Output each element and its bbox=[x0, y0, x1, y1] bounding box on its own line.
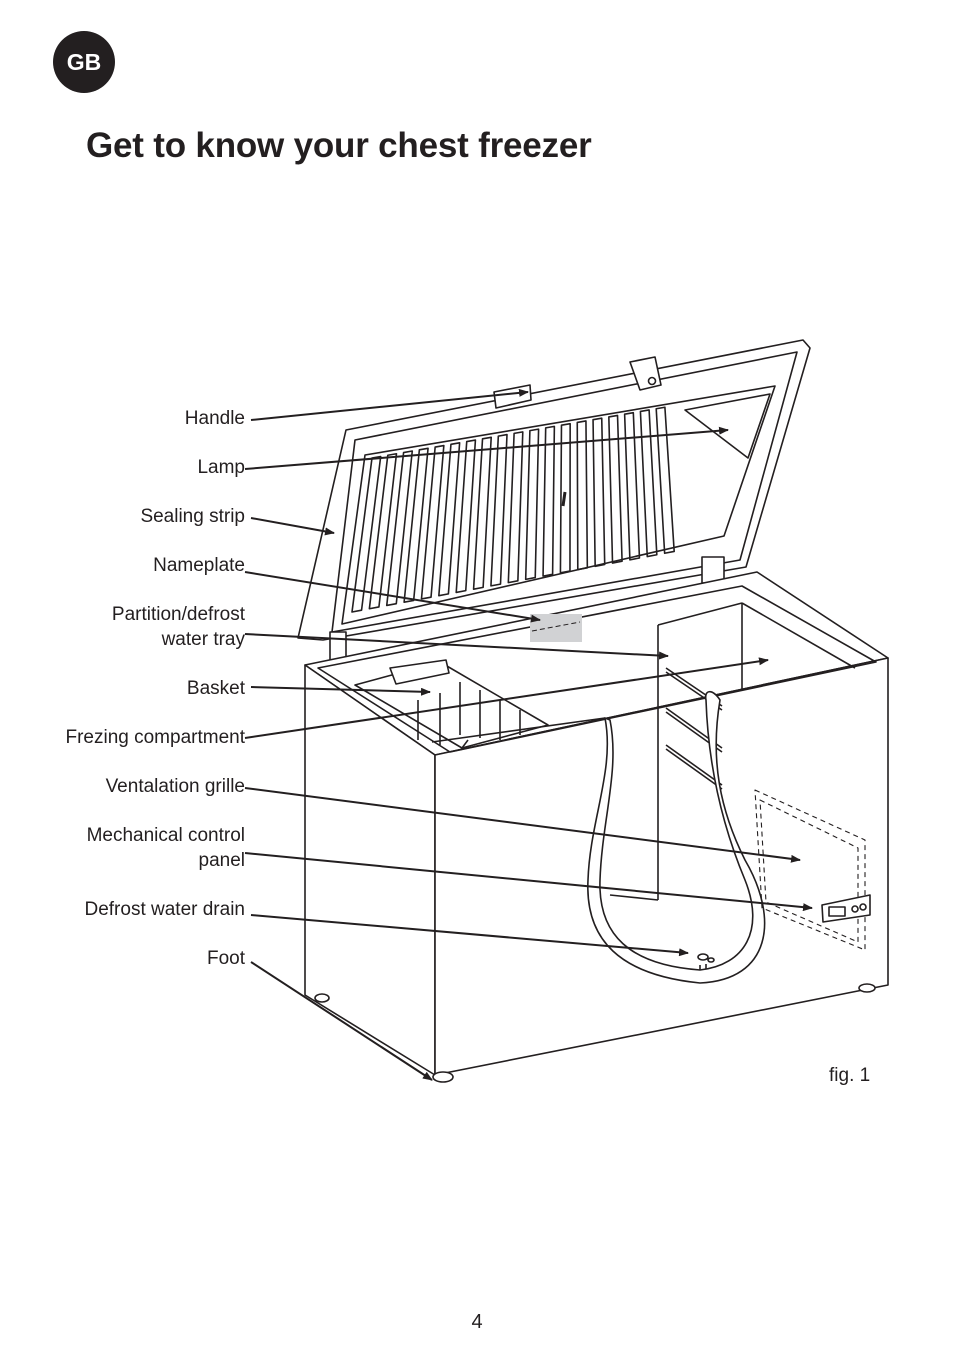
label-ventilation-grille: Ventalation grille bbox=[105, 776, 245, 797]
label-handle: Handle bbox=[184, 408, 245, 429]
label-control-line1: Mechanical control bbox=[86, 825, 245, 846]
leader-handle bbox=[250, 388, 529, 421]
label-control-line2: panel bbox=[198, 850, 246, 871]
lid-rib bbox=[542, 425, 556, 577]
basket bbox=[354, 659, 606, 749]
lid-rib bbox=[455, 439, 477, 594]
leader-nameplate bbox=[244, 571, 541, 623]
label-lamp: Lamp bbox=[197, 457, 245, 478]
label-partition-line1: Partition/defrost bbox=[111, 604, 245, 625]
leader-defrost-drain bbox=[250, 914, 689, 957]
nameplate bbox=[530, 614, 582, 642]
lid-hinges bbox=[329, 356, 725, 667]
feet bbox=[314, 983, 876, 1083]
label-foot: Foot bbox=[206, 948, 245, 969]
leader-basket bbox=[250, 686, 431, 696]
label-defrost-drain: Defrost water drain bbox=[84, 899, 245, 920]
language-badge: GB bbox=[53, 31, 115, 93]
lid-rib bbox=[559, 422, 571, 574]
label-freezing-compartment: Frezing compartment bbox=[65, 727, 245, 748]
lid-rib bbox=[385, 450, 414, 607]
label-partition-line2: water tray bbox=[161, 629, 245, 650]
lid-rib bbox=[420, 444, 445, 600]
lid-rib bbox=[507, 431, 524, 584]
leader-sealing-strip bbox=[250, 517, 335, 536]
lid-rib bbox=[438, 442, 461, 597]
leader-foot bbox=[250, 961, 433, 1081]
lid-rib bbox=[576, 420, 589, 571]
lid-rib bbox=[524, 428, 540, 581]
lid-rib bbox=[592, 417, 606, 568]
lid-rib bbox=[655, 406, 675, 555]
label-control-panel: Mechanical control panel bbox=[87, 823, 245, 873]
lid-rib bbox=[490, 433, 508, 587]
leader-lines bbox=[244, 388, 813, 1081]
lid-rib bbox=[472, 436, 493, 590]
lid-rib bbox=[351, 455, 382, 613]
label-sealing-strip: Sealing strip bbox=[140, 506, 245, 527]
ventilation-grille bbox=[754, 789, 866, 951]
lid-rib bbox=[608, 414, 623, 564]
label-partition: Partition/defrost water tray bbox=[112, 602, 245, 652]
label-nameplate: Nameplate bbox=[153, 555, 245, 576]
cabinet bbox=[304, 571, 889, 1076]
control-panel bbox=[821, 894, 871, 923]
leader-partition bbox=[244, 633, 669, 660]
lid-rib bbox=[623, 411, 641, 561]
label-basket: Basket bbox=[186, 678, 245, 699]
lid-rib bbox=[368, 452, 398, 610]
figure-caption: fig. 1 bbox=[829, 1065, 871, 1086]
page-title: Get to know your chest freezer bbox=[86, 126, 592, 165]
defrost-drain bbox=[697, 953, 715, 963]
leader-ventilation-grille bbox=[244, 787, 801, 863]
leader-control-panel bbox=[244, 852, 813, 912]
leader-freezing-compartment bbox=[244, 657, 769, 739]
leader-lamp bbox=[244, 426, 729, 470]
page-number: 4 bbox=[471, 1311, 483, 1333]
lid-rib bbox=[639, 409, 658, 558]
